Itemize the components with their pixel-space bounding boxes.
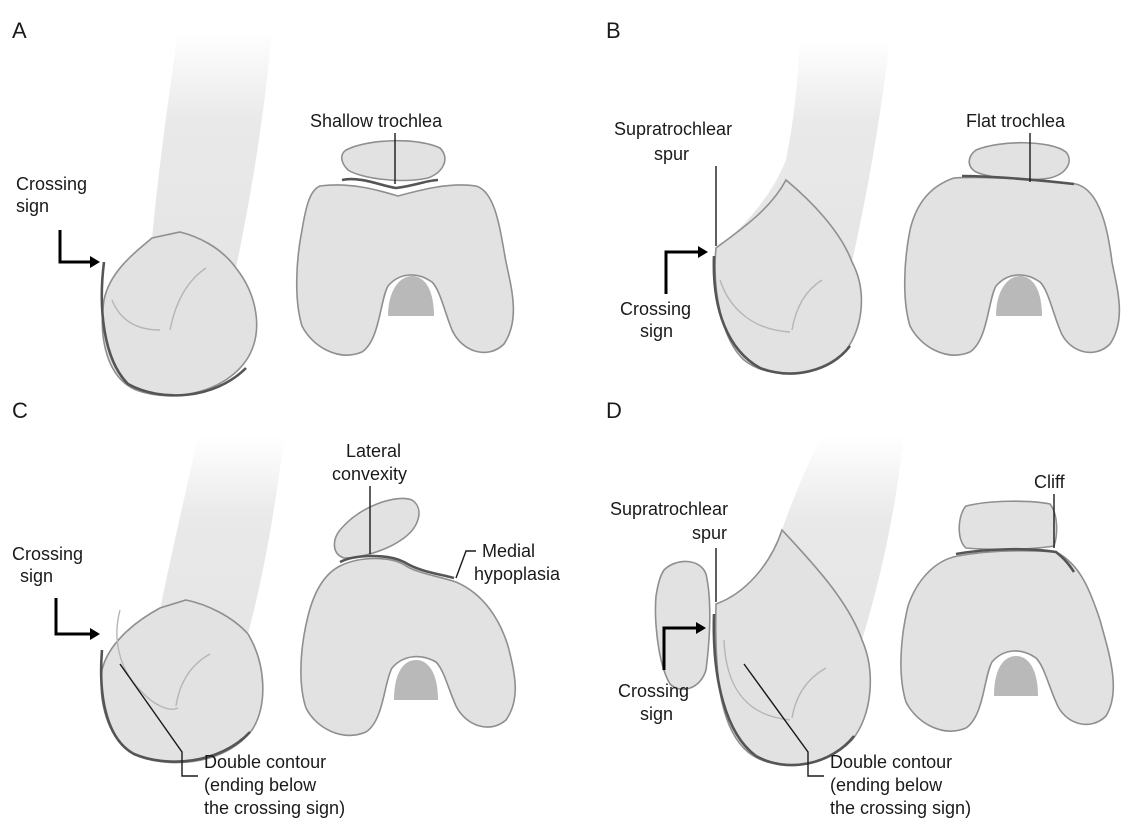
label-crossing-sign-d-1: Crossing — [618, 681, 689, 701]
patella-a — [342, 141, 445, 181]
panel-letter-c: C — [12, 398, 28, 423]
patella-lateral-d — [656, 561, 710, 689]
label-double-contour-d-3: the crossing sign) — [830, 798, 971, 818]
lateral-femur-b — [714, 40, 890, 373]
crossing-sign-arrow-b — [666, 246, 708, 294]
panel-letter-b: B — [606, 18, 621, 43]
label-double-contour-c-3: the crossing sign) — [204, 798, 345, 818]
label-crossing-sign-a-1: Crossing — [16, 174, 87, 194]
label-lateral-convexity-2: convexity — [332, 464, 407, 484]
panel-letter-a: A — [12, 18, 27, 43]
lateral-femur-a — [102, 30, 272, 396]
patella-c — [334, 498, 419, 558]
label-supratrochlear-b-1: Supratrochlear — [614, 119, 732, 139]
axial-knee-a — [297, 141, 514, 355]
label-medial-hypoplasia-1: Medial — [482, 541, 535, 561]
label-crossing-sign-b-1: Crossing — [620, 299, 691, 319]
label-crossing-sign-b-2: sign — [640, 321, 673, 341]
label-cliff: Cliff — [1034, 472, 1066, 492]
label-double-contour-c-1: Double contour — [204, 752, 326, 772]
label-supratrochlear-d-2: spur — [692, 523, 727, 543]
panel-letter-d: D — [606, 398, 622, 423]
lateral-femur-c — [101, 436, 284, 763]
label-shallow-trochlea: Shallow trochlea — [310, 111, 443, 131]
label-crossing-sign-d-2: sign — [640, 704, 673, 724]
femur-condyle-c — [101, 600, 263, 763]
panel-d: D Supratrochlear spur Cliff Crossing sig… — [606, 398, 1113, 818]
label-double-contour-d-2: (ending below — [830, 775, 943, 795]
panel-a: A Shallow trochlea Crossing sign — [12, 18, 513, 396]
label-double-contour-c-2: (ending below — [204, 775, 317, 795]
intercondylar-notch-b — [996, 276, 1042, 316]
label-double-contour-d-1: Double contour — [830, 752, 952, 772]
panel-c: C Lateral convexity Medial hypoplasia Cr… — [12, 398, 561, 818]
panel-b: B Supratrochlear spur Flat trochlea Cros… — [606, 18, 1119, 373]
lateral-femur-d — [656, 436, 904, 765]
femoral-condyles-d — [901, 551, 1113, 731]
label-crossing-sign-c-2: sign — [20, 566, 53, 586]
patella-d — [959, 501, 1056, 549]
femoral-condyles-a — [297, 185, 514, 355]
label-supratrochlear-b-2: spur — [654, 144, 689, 164]
label-crossing-sign-a-2: sign — [16, 196, 49, 216]
axial-knee-c — [301, 498, 515, 735]
label-supratrochlear-d-1: Supratrochlear — [610, 499, 728, 519]
leader-medial-hypoplasia — [456, 551, 476, 578]
patella-b — [969, 143, 1069, 180]
intercondylar-notch-c — [394, 660, 438, 700]
intercondylar-notch-a — [388, 276, 434, 316]
intercondylar-notch-d — [994, 656, 1038, 696]
axial-knee-b — [905, 143, 1120, 355]
label-medial-hypoplasia-2: hypoplasia — [474, 564, 561, 584]
axial-knee-d — [901, 501, 1113, 731]
crossing-sign-arrow-c — [56, 598, 100, 640]
label-crossing-sign-c-1: Crossing — [12, 544, 83, 564]
crossing-sign-arrow-a — [60, 230, 100, 268]
femoral-condyles-c — [301, 559, 515, 736]
label-lateral-convexity-1: Lateral — [346, 441, 401, 461]
femoral-condyles-b — [905, 177, 1120, 355]
label-flat-trochlea: Flat trochlea — [966, 111, 1066, 131]
